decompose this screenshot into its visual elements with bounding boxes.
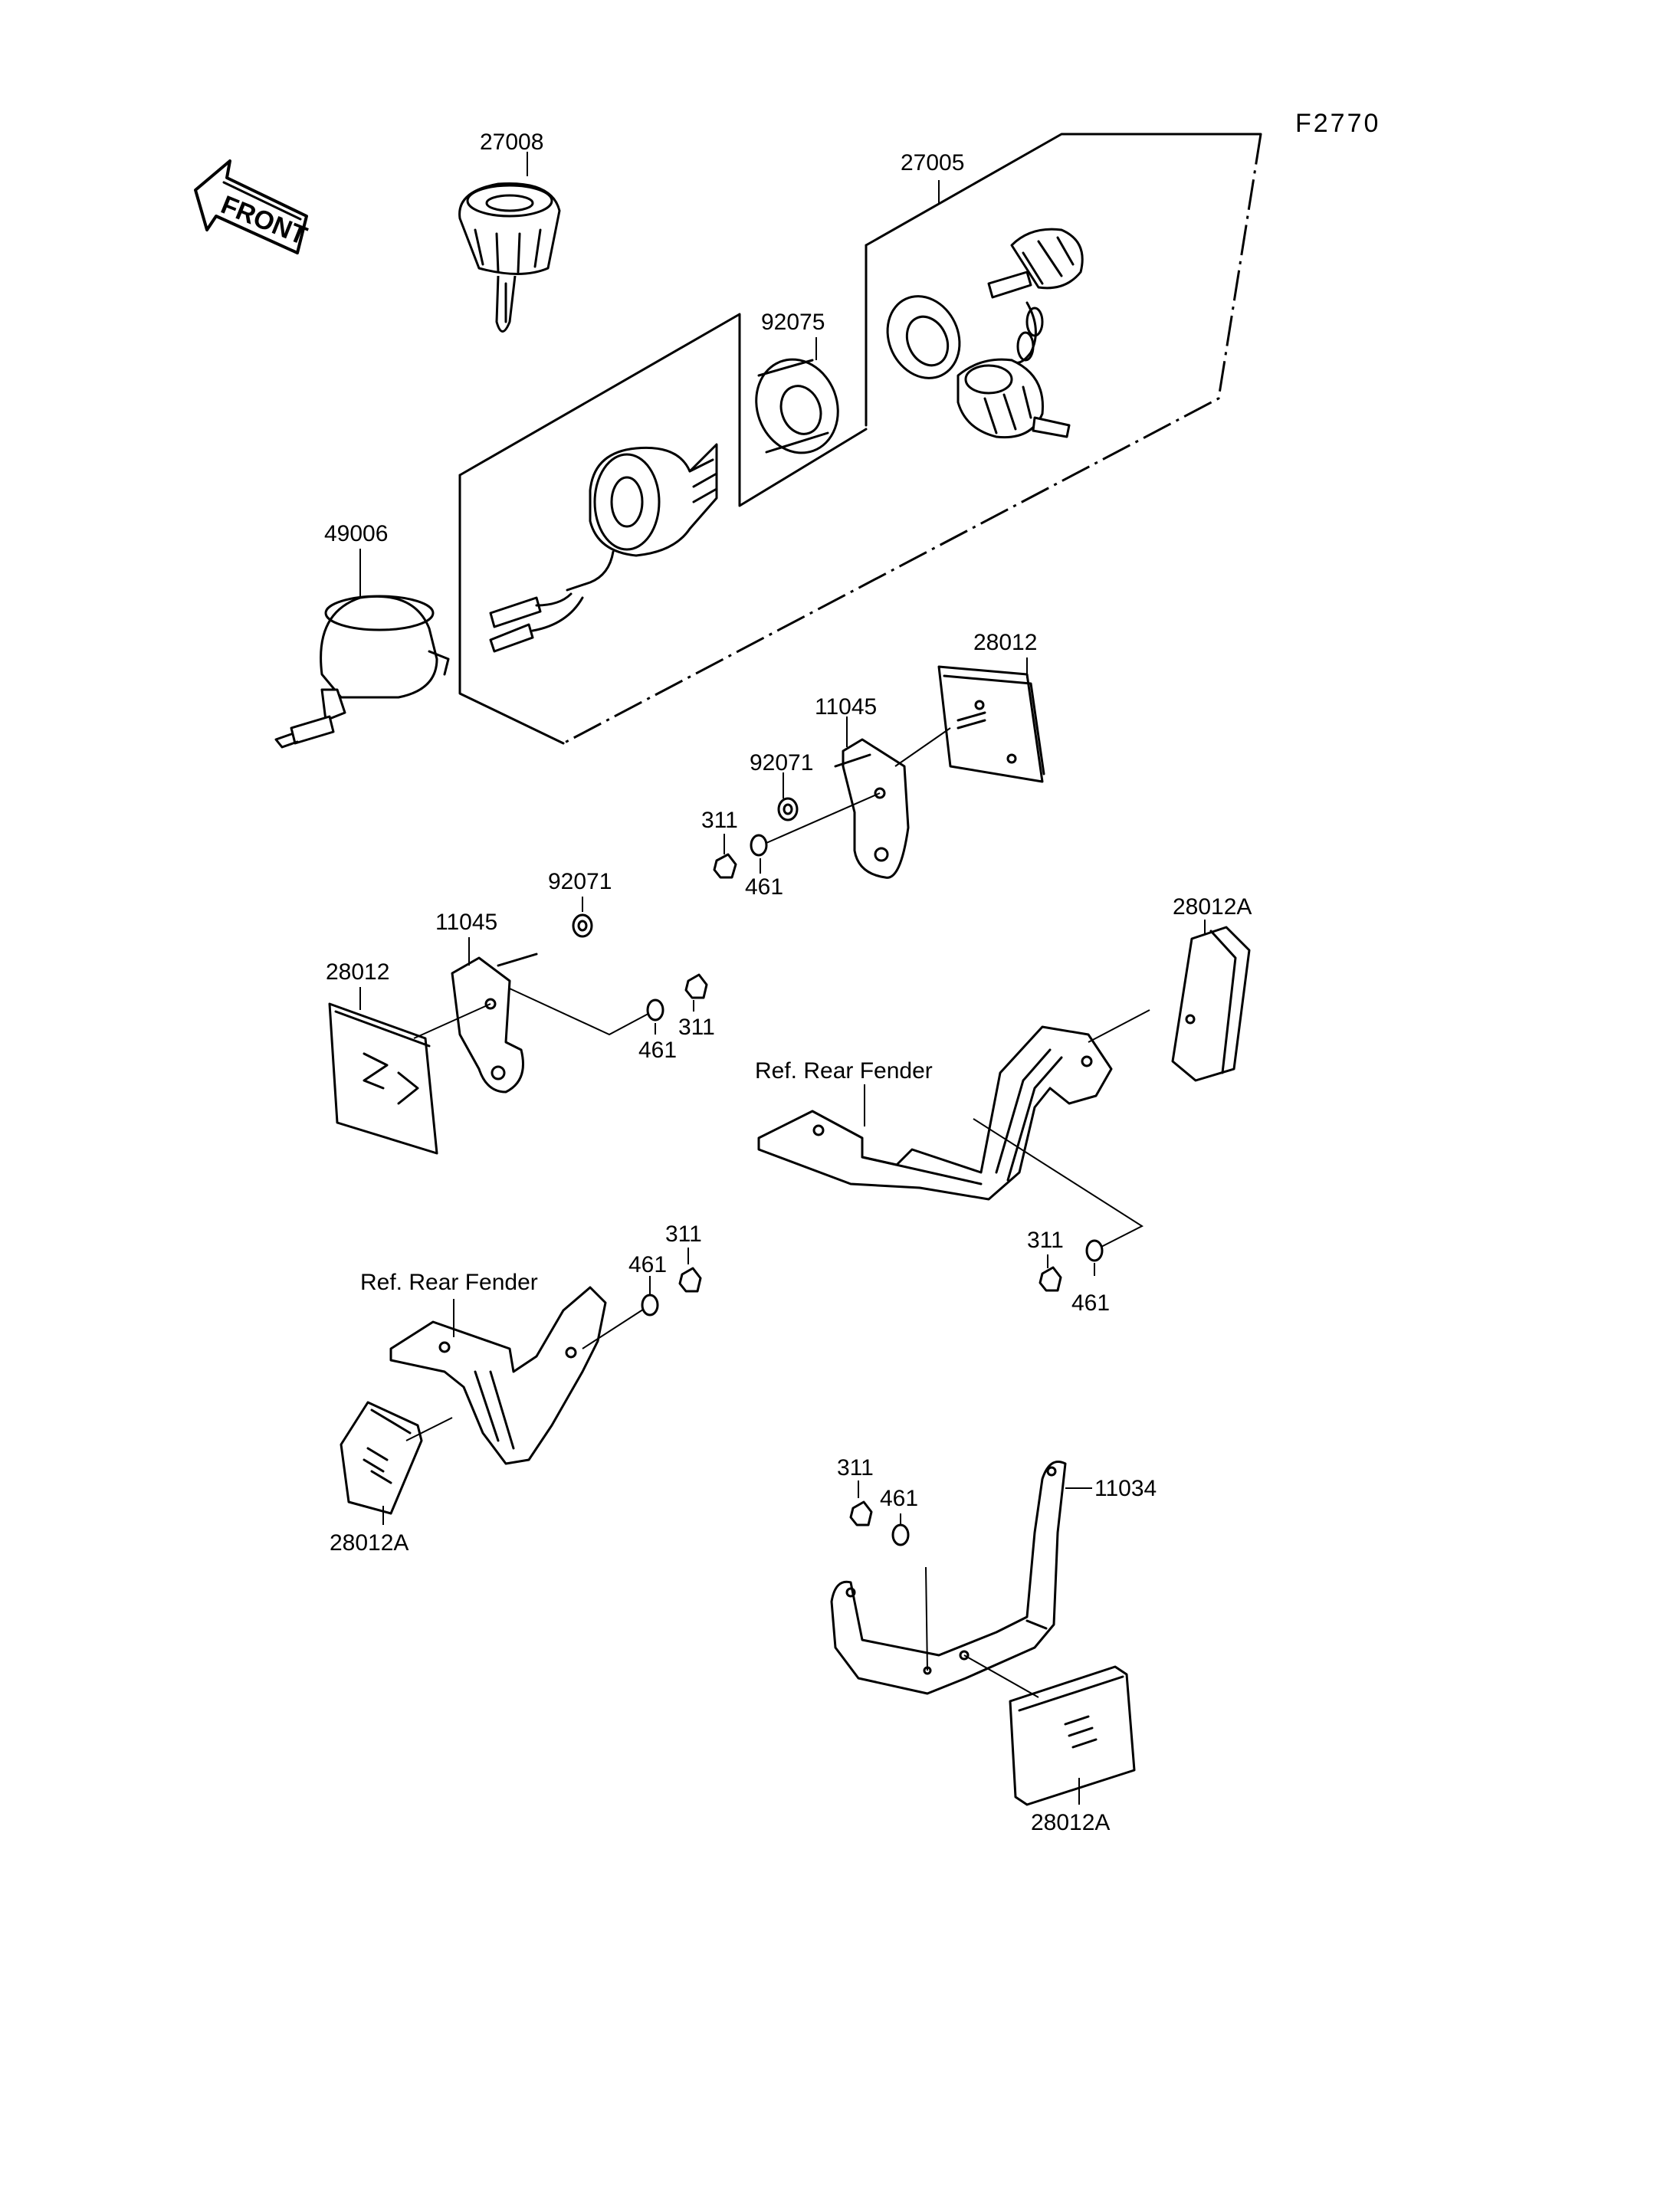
- ring-part-92075: [755, 358, 839, 454]
- label-28012A-bottom: 28012A: [1031, 1810, 1110, 1835]
- label-311-left-fender: 311: [665, 1221, 702, 1247]
- label-28012A-left: 28012A: [330, 1530, 409, 1556]
- bracket-part-11045-upper: [834, 738, 910, 879]
- label-11034: 11034: [1094, 1476, 1157, 1501]
- label-ref-rear-fender-right: Ref. Rear Fender: [755, 1058, 933, 1084]
- label-28012A-right: 28012A: [1173, 894, 1252, 920]
- label-461-right: 461: [1071, 1290, 1110, 1316]
- label-28012-upper: 28012: [973, 630, 1037, 655]
- reflector-part-28012A-bottom: [1009, 1665, 1136, 1806]
- reflector-part-28012A-right: [1171, 926, 1251, 1082]
- leader-upper: [766, 727, 951, 844]
- nut-311-bottom: [849, 1500, 873, 1526]
- front-label: FRONT: [217, 190, 311, 251]
- label-27008: 27008: [480, 130, 543, 155]
- label-27005: 27005: [901, 150, 964, 175]
- label-311-upper: 311: [701, 808, 738, 833]
- figure-code: F2770: [1295, 109, 1380, 138]
- nut-311-right: [1039, 1266, 1062, 1292]
- key-part-27008: [458, 182, 561, 333]
- label-311-right: 311: [1027, 1228, 1064, 1253]
- label-461-left: 461: [638, 1038, 677, 1063]
- front-arrow-icon: FRONT: [194, 159, 311, 254]
- cap-set-part-27005: [886, 228, 1084, 439]
- rear-fender-bracket-right: [757, 1025, 1113, 1201]
- nut-92071-upper: [777, 797, 799, 821]
- reflector-part-28012A-left: [340, 1401, 423, 1515]
- label-92075: 92075: [761, 310, 825, 335]
- part-labels: 27008 27005 92075 49006 28012 11045 9207…: [324, 130, 1252, 1835]
- label-leaders: [359, 152, 1206, 1805]
- washer-461-right: [1085, 1239, 1104, 1262]
- washer-461-left-fender: [641, 1294, 659, 1317]
- nut-311-left-fender: [678, 1267, 702, 1293]
- ignition-assembly-outline: [458, 133, 1262, 745]
- label-28012-left: 28012: [326, 959, 389, 985]
- reflector-part-28012-left: [328, 1002, 438, 1155]
- washer-461-bottom: [891, 1523, 910, 1546]
- nut-311-left: [684, 973, 708, 999]
- leader-bottom: [925, 1487, 1092, 1698]
- reflector-part-28012-upper: [937, 665, 1045, 783]
- bracket-part-11034: [830, 1461, 1067, 1695]
- washer-461-left: [646, 998, 664, 1021]
- label-92071-left: 92071: [548, 869, 612, 894]
- ignition-switch-body: [489, 443, 718, 653]
- label-461-bottom: 461: [880, 1486, 918, 1511]
- label-92071-upper: 92071: [750, 750, 813, 776]
- nut-92071-left: [572, 913, 593, 938]
- nut-311-upper: [713, 853, 737, 879]
- label-49006: 49006: [324, 521, 388, 546]
- label-ref-rear-fender-left: Ref. Rear Fender: [360, 1270, 538, 1295]
- label-11045-upper: 11045: [815, 694, 877, 720]
- label-11045-left: 11045: [435, 910, 497, 935]
- leader-left-fender: [405, 1306, 648, 1441]
- label-461-left-fender: 461: [628, 1252, 667, 1277]
- horn-part-49006: [274, 595, 450, 749]
- bracket-part-11045-left: [451, 953, 538, 1094]
- leader-right-fender: [973, 1009, 1150, 1248]
- leader-left: [413, 988, 656, 1039]
- label-311-left: 311: [678, 1015, 715, 1040]
- rear-fender-bracket-left: [389, 1286, 607, 1465]
- label-311-bottom: 311: [837, 1455, 874, 1481]
- washer-461-upper: [750, 834, 768, 857]
- label-461-upper: 461: [745, 874, 783, 900]
